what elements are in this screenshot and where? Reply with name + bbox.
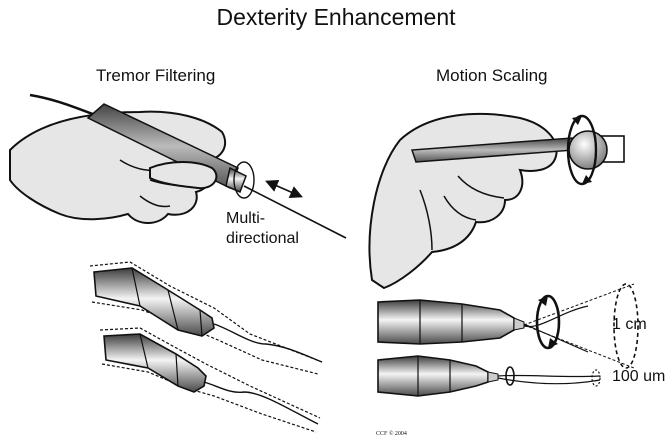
tremor-filtering-title: Tremor Filtering <box>96 66 215 86</box>
scale-label-100um: 100 um <box>612 368 665 386</box>
instrument-body-top <box>94 268 214 336</box>
multi-directional-arrow-icon <box>268 182 300 196</box>
instrument-nub-small <box>488 372 498 382</box>
scaling-hand-illustration <box>370 114 624 288</box>
right-hand <box>370 114 557 288</box>
instrument-nub-large <box>514 318 524 330</box>
left-pen-tip <box>226 168 246 192</box>
scale-label-1cm: 1 cm <box>612 316 647 334</box>
motion-scaling-title: Motion Scaling <box>436 66 548 86</box>
copyright-notice: CCF © 2004 <box>376 431 407 437</box>
tremor-instrument-bottom <box>100 328 320 432</box>
multi-directional-label: Multi- directional <box>226 209 299 249</box>
instrument-needle-bottom <box>204 382 318 424</box>
scaling-instrument-small <box>378 356 600 396</box>
instrument-body-bottom <box>104 334 206 392</box>
rotation-ring-large-icon <box>537 296 559 348</box>
scaling-cone-end-small <box>592 370 600 386</box>
instrument-body-large <box>378 300 514 344</box>
diagram-title: Dexterity Enhancement <box>0 4 672 31</box>
instrument-body-small <box>378 356 488 396</box>
haptic-ball <box>569 131 607 169</box>
